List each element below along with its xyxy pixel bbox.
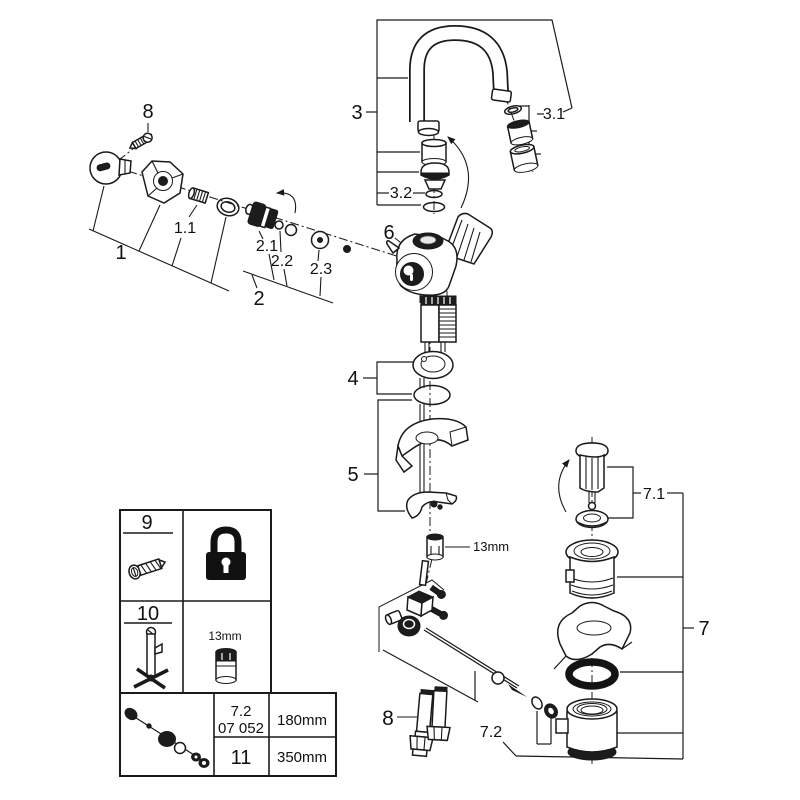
- callout-3-2: 3.2: [390, 185, 412, 202]
- spout: [409, 24, 513, 137]
- callout-8-top: 8: [142, 101, 153, 123]
- cartridge-o-ring: [284, 223, 298, 237]
- legend-length-short: 180mm: [277, 712, 327, 729]
- mounting-clamp: [405, 491, 458, 519]
- rotate-arrow-cartridge: [275, 189, 297, 214]
- callout-7: 7: [698, 618, 709, 640]
- hose-left: [409, 689, 434, 758]
- handle-cap: [89, 151, 132, 185]
- body-tab: [386, 240, 401, 255]
- rotate-arrow-popup: [558, 459, 570, 513]
- callout-labels: 8 1 1.1 2 2.1 2.2 2.3 3 3.1 3.2 6 4 5 13…: [115, 101, 709, 741]
- spout-o-ring-small: [425, 189, 443, 199]
- drain-o-ring: [565, 658, 619, 690]
- callout-4: 4: [347, 368, 358, 390]
- legend-rod-code: 07 052: [218, 720, 264, 737]
- plug-seal: [575, 509, 609, 529]
- supply-hoses: [409, 686, 451, 758]
- handle-screw: [128, 132, 153, 150]
- legend-table: 9 10 13mm 7.2 07 052 180mm 11 350mm: [119, 509, 337, 777]
- callout-2: 2: [253, 288, 264, 310]
- drain-flange: [565, 539, 619, 599]
- socket-wrench-icon: [215, 648, 237, 684]
- handle-adapter: [187, 186, 210, 205]
- drain-saddle: [553, 601, 633, 670]
- cartridge-washer: [310, 230, 330, 250]
- rotate-arrow-spout: [447, 136, 470, 209]
- mounting-nut-13mm: [426, 533, 444, 561]
- drain-body: [555, 698, 618, 761]
- legend-socket-size: 13mm: [208, 629, 241, 643]
- rod-o-ring: [531, 696, 543, 710]
- trim-ring: [216, 197, 240, 217]
- popup-knob: [558, 442, 609, 513]
- aerator-insert: [506, 119, 534, 146]
- aerator-shell: [509, 143, 539, 173]
- legend-length-long: 350mm: [277, 749, 327, 766]
- lift-rod-icon: [124, 707, 210, 768]
- block-screw-1: [429, 584, 446, 599]
- callout-6: 6: [383, 222, 394, 244]
- rod-washer: [544, 703, 558, 719]
- pivot-block: [384, 584, 449, 637]
- rod-knob: [397, 615, 421, 637]
- callout-2-3: 2.3: [310, 261, 332, 278]
- callout-13mm: 13mm: [473, 539, 509, 554]
- pivot-pin: [418, 559, 430, 587]
- side-fitting: [384, 609, 403, 626]
- cartridge-ring: [274, 220, 284, 230]
- callout-5: 5: [347, 464, 358, 486]
- spout-seal-stack: [420, 136, 470, 213]
- escutcheon-ring: [412, 350, 454, 380]
- spout-o-ring-large: [422, 201, 446, 213]
- padlock-icon: [206, 526, 246, 580]
- callout-3: 3: [351, 102, 362, 124]
- legend-rod-ref: 7.2: [231, 703, 252, 720]
- callout-8-bottom: 8: [382, 707, 394, 730]
- callout-7-2: 7.2: [480, 724, 502, 741]
- callout-1: 1: [115, 242, 126, 264]
- callout-3-1: 3.1: [543, 106, 565, 123]
- legend-item-9: 9: [141, 512, 152, 534]
- block-screw-2: [430, 606, 449, 620]
- handle-knob: [141, 160, 184, 204]
- cartridge: [245, 201, 279, 229]
- callout-2-1: 2.1: [256, 238, 278, 255]
- callout-1-1: 1.1: [174, 220, 196, 237]
- lift-rod: [423, 627, 558, 719]
- callout-2-2: 2.2: [271, 253, 293, 270]
- check-ball: [343, 245, 351, 253]
- callout-7-1: 7.1: [643, 486, 665, 503]
- faucet-body: [386, 212, 494, 352]
- screw-icon: [128, 557, 167, 580]
- mounting-tool-icon: [133, 626, 169, 690]
- hose-right: [426, 686, 451, 742]
- aerator-assembly: [503, 105, 539, 173]
- threaded-shank: [420, 295, 457, 343]
- legend-item-11: 11: [231, 747, 252, 769]
- legend-item-10: 10: [137, 603, 159, 625]
- base-o-ring: [413, 384, 451, 406]
- spacer-wedge: [395, 417, 469, 474]
